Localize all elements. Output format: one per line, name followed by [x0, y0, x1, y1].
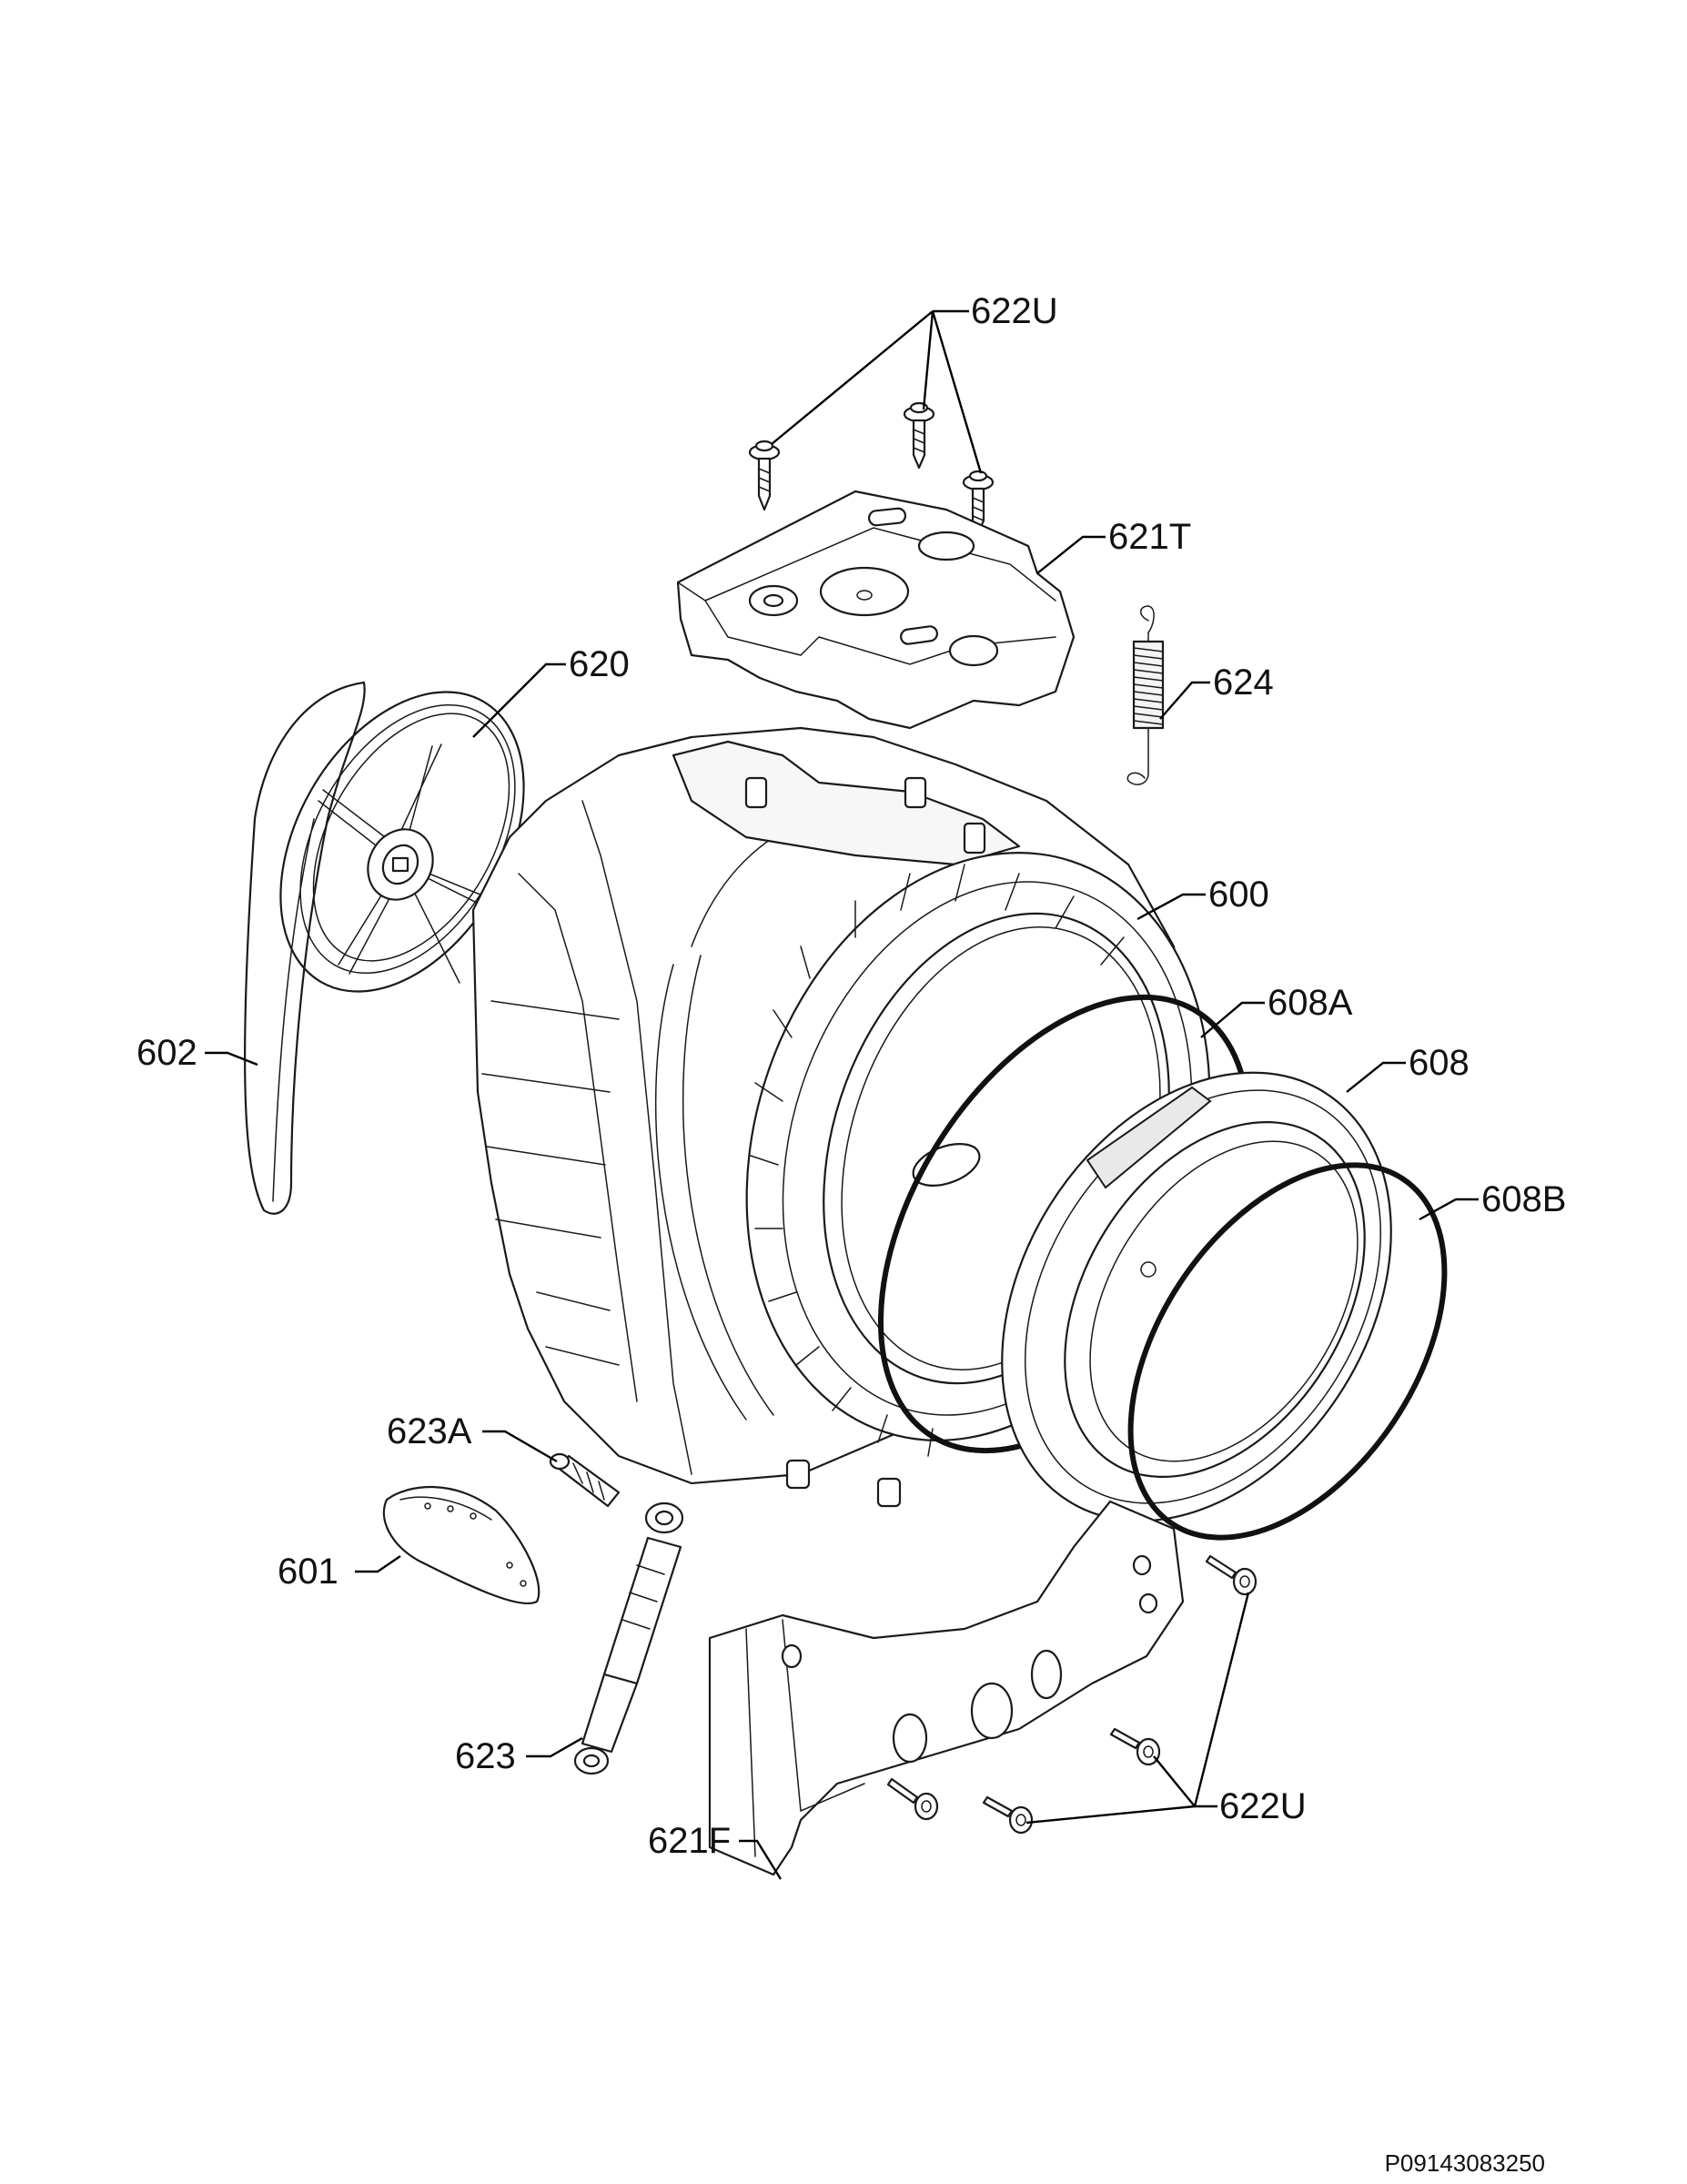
label-608: 608	[1409, 1043, 1470, 1083]
label-621f: 621F	[648, 1821, 731, 1861]
top-counterweight	[676, 490, 1076, 730]
shock-absorber	[573, 1502, 684, 1775]
label-622u-bottom: 622U	[1219, 1786, 1307, 1826]
label-600: 600	[1208, 875, 1269, 915]
screw-bottom-2	[1109, 1727, 1161, 1766]
drawing-code: P09143083250	[1385, 2149, 1545, 2177]
label-623a: 623A	[387, 1411, 472, 1451]
drive-belt	[243, 681, 366, 1215]
screw-bottom-1	[1205, 1554, 1258, 1596]
clamp-ring-608b	[1127, 1162, 1448, 1541]
suspension-spring	[1126, 605, 1165, 785]
label-623: 623	[455, 1736, 516, 1776]
damper-bolt	[549, 1452, 621, 1508]
label-621t: 621T	[1108, 517, 1191, 557]
label-620: 620	[569, 644, 630, 684]
label-608b: 608B	[1481, 1179, 1566, 1219]
screw-top-3	[962, 470, 995, 535]
screw-top-2	[903, 401, 935, 470]
label-624: 624	[1213, 662, 1274, 703]
screw-top-1	[748, 440, 781, 511]
drum-pulley	[279, 691, 525, 993]
label-601: 601	[278, 1552, 338, 1592]
label-602: 602	[136, 1033, 197, 1073]
label-608a: 608A	[1268, 983, 1353, 1023]
screw-bottom-3	[886, 1777, 939, 1821]
door-seal	[1001, 1071, 1392, 1522]
leader-lines	[205, 309, 1479, 1880]
screw-bottom-4	[982, 1795, 1034, 1835]
front-counterweight	[708, 1500, 1185, 1876]
label-622u-top: 622U	[971, 291, 1058, 331]
drum-paddle	[382, 1486, 540, 1605]
